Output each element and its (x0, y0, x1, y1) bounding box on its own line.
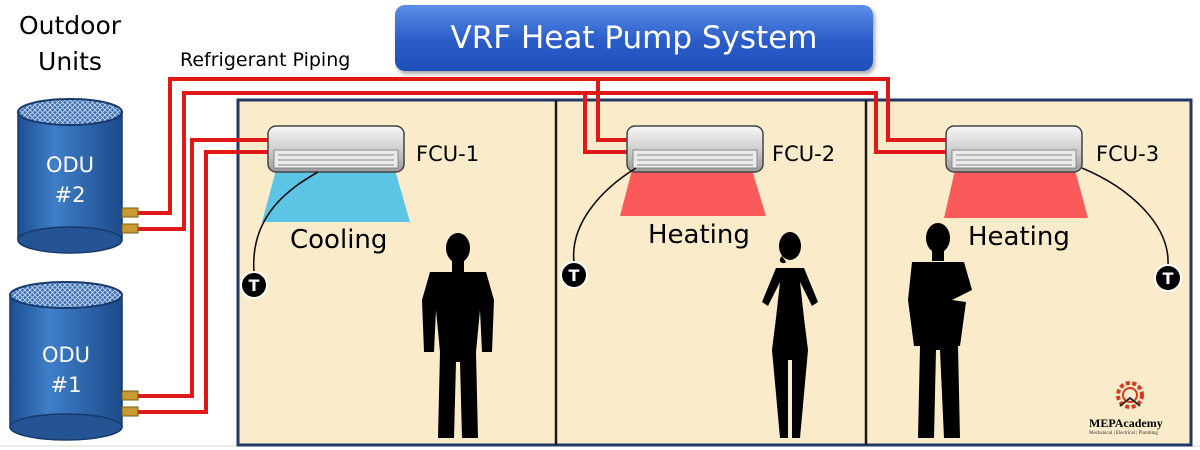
thermostat-wiring (253, 167, 1169, 273)
fcu-3-label: FCU-3 (1096, 142, 1160, 166)
fcu-1-mode-label: Cooling (290, 225, 388, 255)
fcu3-air-discharge (944, 170, 1088, 218)
pipe-odu1-liquid (138, 150, 268, 414)
odu1-pipe-fitting-bottom (121, 406, 139, 417)
outdoor-units-heading: Outdoor Units (10, 8, 130, 80)
person-silhouette-woman (762, 232, 818, 438)
outdoor-units-heading-line1: Outdoor (18, 11, 122, 40)
fcu2-thermostat-wire (572, 167, 637, 263)
odu-1-label: ODU #1 (16, 340, 116, 400)
thermostat-3-label: T (1163, 269, 1174, 288)
odu-1-label-line2: #1 (50, 373, 82, 397)
fcu-1-unit (267, 125, 405, 173)
fcu-3-unit (945, 125, 1083, 173)
fcu-1-label: FCU-1 (416, 142, 480, 166)
odu-2-label: ODU #2 (20, 150, 120, 210)
pipe-fcu2-a (596, 79, 627, 142)
thermostat-1: T (240, 271, 268, 299)
odu2-pipe-fitting-bottom (121, 223, 139, 234)
fcu1-air-discharge (262, 170, 410, 222)
pipe-odu2-liquid (138, 91, 946, 231)
pipe-fcu2-b (583, 93, 627, 154)
fcu2-air-discharge (620, 170, 766, 216)
odu-2 (17, 98, 139, 254)
thermostat-1-label: T (249, 276, 260, 295)
thermostat-2: T (560, 261, 588, 289)
fcu-3-mode-label: Heating (968, 222, 1070, 252)
fcu-2-label: FCU-2 (772, 142, 836, 166)
refrigerant-piping (138, 77, 946, 414)
fcu3-thermostat-wire (1081, 167, 1169, 266)
fcu-2-unit (626, 125, 764, 173)
odu-2-label-line1: ODU (45, 153, 95, 177)
mep-academy-logo (1116, 381, 1144, 409)
outdoor-units-heading-line2: Units (38, 47, 102, 76)
thermostat-2-label: T (569, 266, 580, 285)
title-banner: VRF Heat Pump System (395, 5, 873, 71)
odu-1-label-line1: ODU (41, 343, 91, 367)
odu1-pipe-fitting-top (121, 390, 139, 401)
diagram-title: VRF Heat Pump System (450, 20, 818, 56)
person-silhouette-man-2 (908, 223, 972, 438)
person-silhouette-man-1 (422, 233, 494, 438)
odu-1 (9, 281, 139, 441)
fcu1-thermostat-wire (253, 171, 319, 273)
logo-tagline: Mechanical | Electrical | Plumbing (1089, 431, 1158, 436)
odu2-pipe-fitting-top (121, 207, 139, 218)
thermostat-3: T (1154, 264, 1182, 292)
refrigerant-piping-label: Refrigerant Piping (180, 49, 351, 71)
pipe-odu1-suction (138, 138, 268, 398)
logo-name: MEPAcademy (1089, 416, 1163, 430)
pipe-odu2-suction (138, 77, 946, 215)
odu-2-label-line2: #2 (54, 183, 86, 207)
fcu-2-mode-label: Heating (648, 220, 750, 250)
